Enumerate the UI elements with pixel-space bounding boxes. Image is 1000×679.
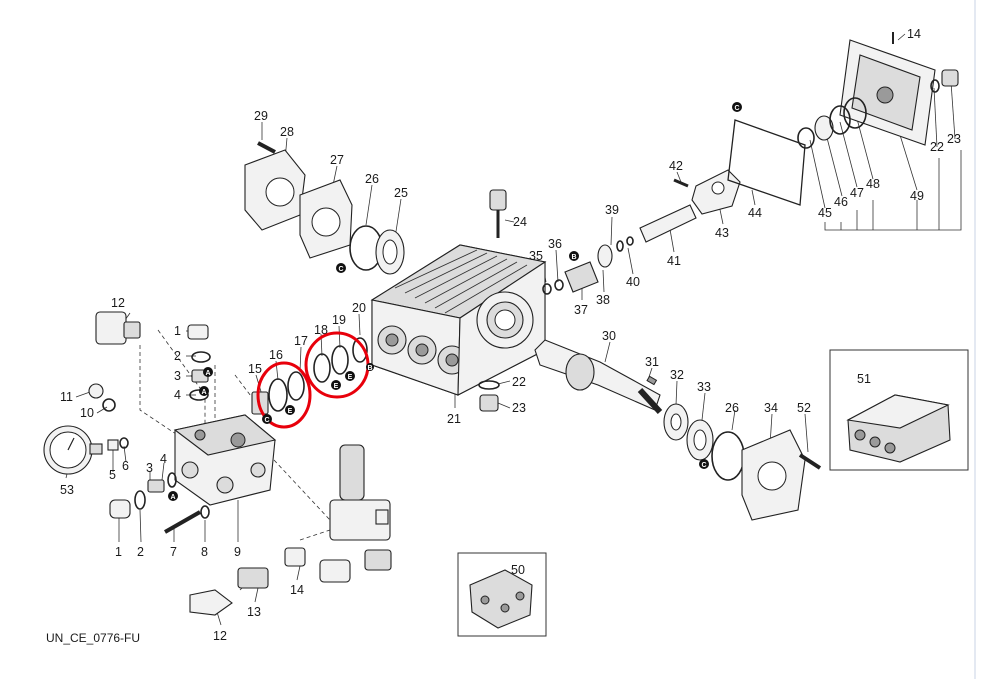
part-label: 22 bbox=[930, 140, 944, 154]
part-label: 1 bbox=[174, 324, 181, 338]
part-label: 14 bbox=[290, 583, 304, 597]
manifold-head bbox=[173, 414, 277, 506]
part-label: 26 bbox=[365, 172, 379, 186]
part-label: 16 bbox=[269, 348, 283, 362]
part-label: 15 bbox=[248, 362, 262, 376]
drawing-code-caption: UN_CE_0776-FU bbox=[46, 631, 140, 645]
part-label: 42 bbox=[669, 159, 683, 173]
part-label: 21 bbox=[447, 412, 461, 426]
svg-text:E: E bbox=[348, 374, 353, 381]
part-label: 14 bbox=[907, 27, 921, 41]
part-label: 50 bbox=[511, 563, 525, 577]
part-label: 2 bbox=[174, 349, 181, 363]
part-label: 23 bbox=[512, 401, 526, 415]
part-label: 49 bbox=[910, 189, 924, 203]
highlight-circle-seals-16 bbox=[256, 361, 312, 429]
part-label: 23 bbox=[947, 132, 961, 146]
part-label: 2 bbox=[137, 545, 144, 559]
marker-c: C bbox=[699, 459, 709, 469]
svg-text:C: C bbox=[701, 462, 706, 469]
part-number-labels: 1 2 3 4 1 2 3 4 5 6 7 8 9 10 11 12 12 13… bbox=[60, 27, 961, 643]
svg-text:C: C bbox=[264, 417, 269, 424]
part-label: 45 bbox=[818, 206, 832, 220]
svg-text:B: B bbox=[367, 365, 372, 372]
marker-b: B bbox=[569, 251, 579, 261]
part-label: 12 bbox=[213, 629, 227, 643]
part-label: 31 bbox=[645, 355, 659, 369]
inset-box-51 bbox=[829, 349, 969, 471]
part-label: 30 bbox=[602, 329, 616, 343]
marker-a: A bbox=[203, 367, 213, 377]
svg-text:E: E bbox=[288, 408, 293, 415]
svg-text:A: A bbox=[170, 494, 175, 501]
part-label: 4 bbox=[174, 388, 181, 402]
part-label: 5 bbox=[109, 468, 116, 482]
part-label: 51 bbox=[857, 372, 871, 386]
marker-e: E bbox=[345, 371, 355, 381]
part-label: 34 bbox=[764, 401, 778, 415]
part-label: 3 bbox=[146, 461, 153, 475]
valve-cover-head bbox=[797, 32, 959, 149]
part-label: 3 bbox=[174, 369, 181, 383]
part-label: 41 bbox=[667, 254, 681, 268]
part-label: 26 bbox=[725, 401, 739, 415]
svg-text:A: A bbox=[201, 389, 206, 396]
marker-b: B bbox=[366, 363, 374, 372]
marker-c: C bbox=[336, 263, 346, 273]
part-label: 7 bbox=[170, 545, 177, 559]
svg-text:C: C bbox=[338, 266, 343, 273]
part-label: 38 bbox=[596, 293, 610, 307]
part-label: 47 bbox=[850, 186, 864, 200]
part-label: 24 bbox=[513, 215, 527, 229]
part-label: 17 bbox=[294, 334, 308, 348]
marker-badges: A A A E E E C C C C B B bbox=[168, 102, 742, 501]
svg-text:C: C bbox=[734, 105, 739, 112]
part-label: 35 bbox=[529, 249, 543, 263]
part-label: 40 bbox=[626, 275, 640, 289]
part-label: 10 bbox=[80, 406, 94, 420]
part-label: 46 bbox=[834, 195, 848, 209]
marker-a: A bbox=[168, 491, 178, 501]
part-label: 39 bbox=[605, 203, 619, 217]
part-label: 19 bbox=[332, 313, 346, 327]
svg-text:B: B bbox=[571, 254, 576, 261]
marker-c: C bbox=[732, 102, 742, 112]
upper-flange-group bbox=[244, 141, 507, 412]
part-label: 20 bbox=[352, 301, 366, 315]
svg-text:E: E bbox=[334, 383, 339, 390]
part-label: 48 bbox=[866, 177, 880, 191]
left-valve-parts bbox=[43, 311, 392, 616]
marker-e: E bbox=[331, 380, 341, 390]
part-label: 4 bbox=[160, 452, 167, 466]
part-label: 52 bbox=[797, 401, 811, 415]
part-label: 12 bbox=[111, 296, 125, 310]
part-label: 29 bbox=[254, 109, 268, 123]
marker-a: A bbox=[199, 386, 209, 396]
part-label: 33 bbox=[697, 380, 711, 394]
inset-box-50 bbox=[457, 552, 547, 637]
part-label: 18 bbox=[314, 323, 328, 337]
part-label: 1 bbox=[115, 545, 122, 559]
part-label: 28 bbox=[280, 125, 294, 139]
part-label: 13 bbox=[247, 605, 261, 619]
marker-e: E bbox=[285, 405, 295, 415]
part-label: 25 bbox=[394, 186, 408, 200]
part-label: 9 bbox=[234, 545, 241, 559]
marker-c: C bbox=[262, 414, 272, 424]
part-label: 32 bbox=[670, 368, 684, 382]
part-label: 43 bbox=[715, 226, 729, 240]
part-label: 53 bbox=[60, 483, 74, 497]
part-label: 44 bbox=[748, 206, 762, 220]
crankshaft-group bbox=[534, 339, 822, 521]
part-label: 11 bbox=[60, 390, 73, 404]
plunger-group bbox=[542, 119, 806, 295]
part-label: 36 bbox=[548, 237, 562, 251]
part-label: 6 bbox=[122, 459, 129, 473]
part-label: 27 bbox=[330, 153, 344, 167]
svg-text:A: A bbox=[205, 370, 210, 377]
part-label: 37 bbox=[574, 303, 588, 317]
part-label: 22 bbox=[512, 375, 526, 389]
part-label: 8 bbox=[201, 545, 208, 559]
